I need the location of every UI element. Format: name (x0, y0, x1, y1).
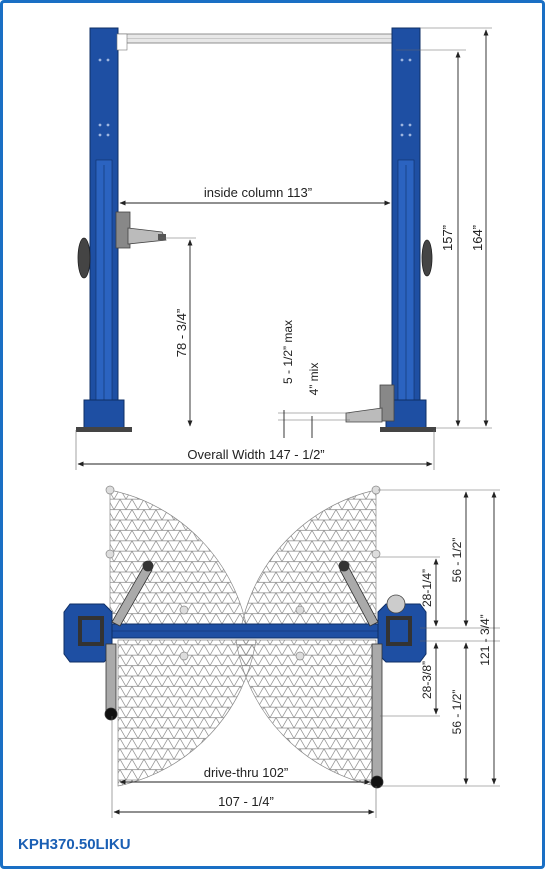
lift-arms (104, 560, 384, 789)
right-carriage (345, 384, 395, 423)
inside-column-label: inside column 113” (204, 185, 312, 200)
left-base (63, 603, 113, 663)
front-view: inside column 113” 78 - 3/4” 5 - 1/2” ma… (75, 27, 492, 470)
model-number: KPH370.50LIKU (18, 836, 131, 853)
left-column (76, 27, 132, 432)
left-carriage (115, 211, 167, 249)
column-height-label: 157” (440, 225, 455, 251)
motor (77, 237, 91, 279)
max-height-label: 5 - 1/2” max (281, 320, 295, 384)
width-label: 107 - 1/4” (218, 794, 274, 809)
motor (386, 594, 406, 614)
overall-height-label: 164” (470, 225, 485, 251)
overall-width-label: Overall Width 147 - 1/2” (187, 447, 324, 462)
right-base (377, 594, 427, 663)
top-view: 28-1/4” 56 - 1/2” 121 - 3/4” 28-3/8” 56 … (63, 485, 500, 818)
arm-top-short-label: 28-1/4” (420, 569, 434, 607)
arm-bottom-short-label: 28-3/8” (420, 661, 434, 699)
drive-thru-label: drive-thru 102” (204, 765, 289, 780)
swing-area (109, 489, 249, 635)
right-column (380, 27, 436, 432)
arm-top-long-label: 56 - 1/2” (450, 538, 464, 583)
arm-bottom-long-label: 56 - 1/2” (450, 690, 464, 735)
pad-height-label: 78 - 3/4” (174, 309, 189, 357)
min-height-label: 4” mix (307, 363, 321, 396)
overall-arm-label: 121 - 3/4” (478, 614, 492, 665)
